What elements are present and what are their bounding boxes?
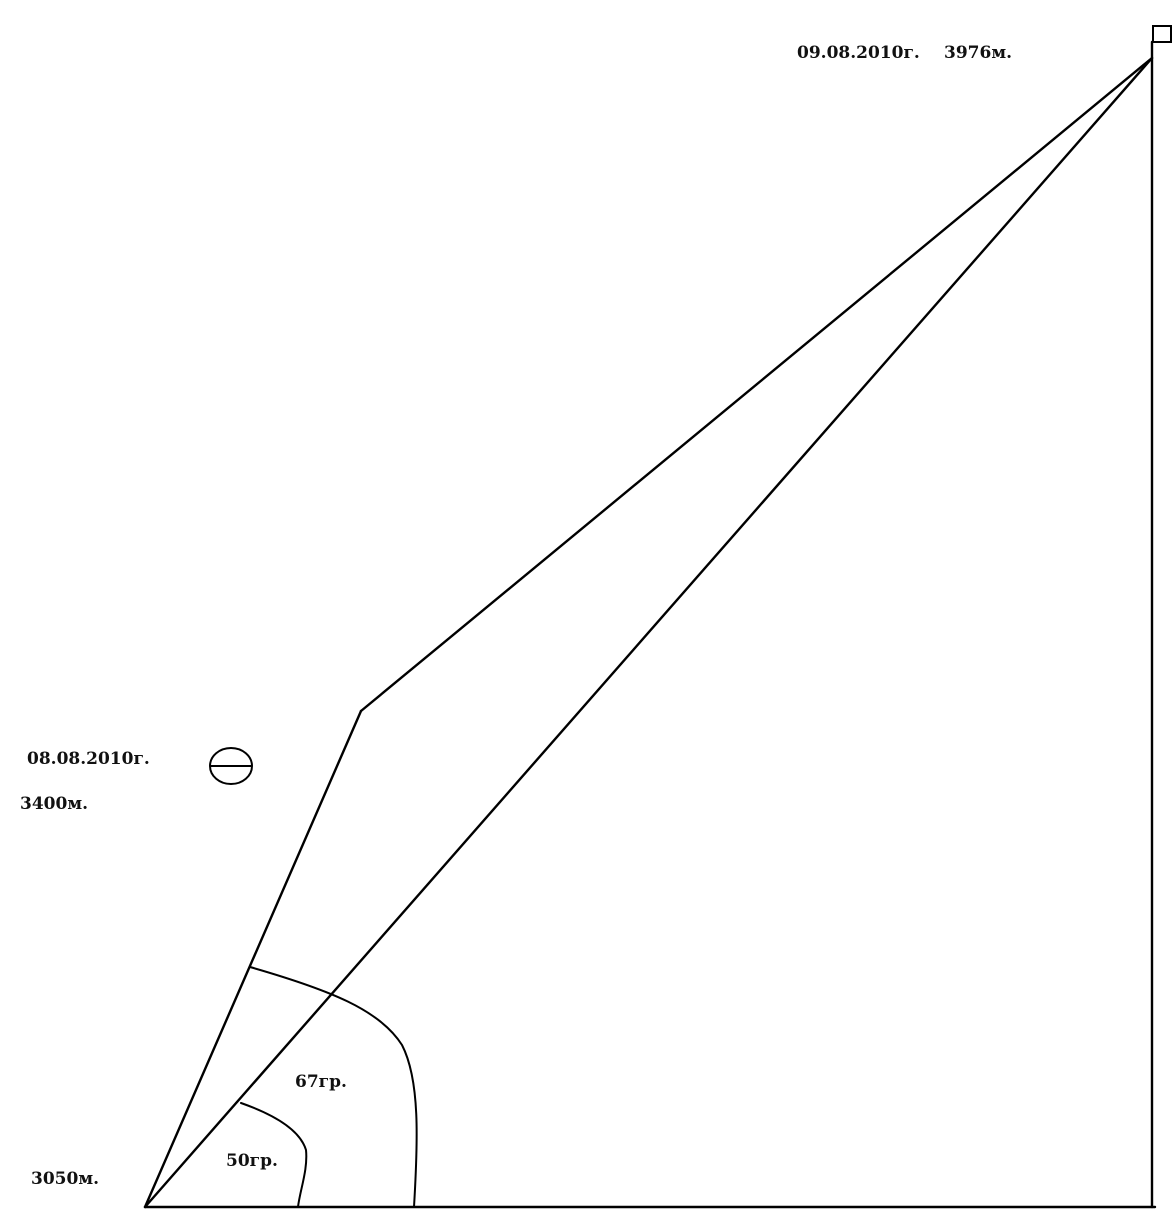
summit-marker-icon <box>1152 25 1172 43</box>
angle-inner-label: 50гр. <box>226 1151 278 1171</box>
route-camp-to-summit <box>359 56 1154 713</box>
angle-arc-inner <box>240 1102 308 1208</box>
summit-date-label: 09.08.2010г. <box>797 43 920 63</box>
camp-marker-icon <box>209 747 253 785</box>
camp-date-label: 08.08.2010г. <box>27 749 150 769</box>
route-base-to-camp <box>143 709 363 1209</box>
angle-outer-label: 67гр. <box>295 1072 347 1092</box>
summit-altitude-label: 3976м. <box>944 43 1012 63</box>
base-altitude-label: 3050м. <box>31 1169 99 1189</box>
camp-altitude-label: 3400м. <box>20 794 88 814</box>
angle-arc-outer <box>249 966 418 1208</box>
direct-base-to-summit <box>143 56 1154 1209</box>
